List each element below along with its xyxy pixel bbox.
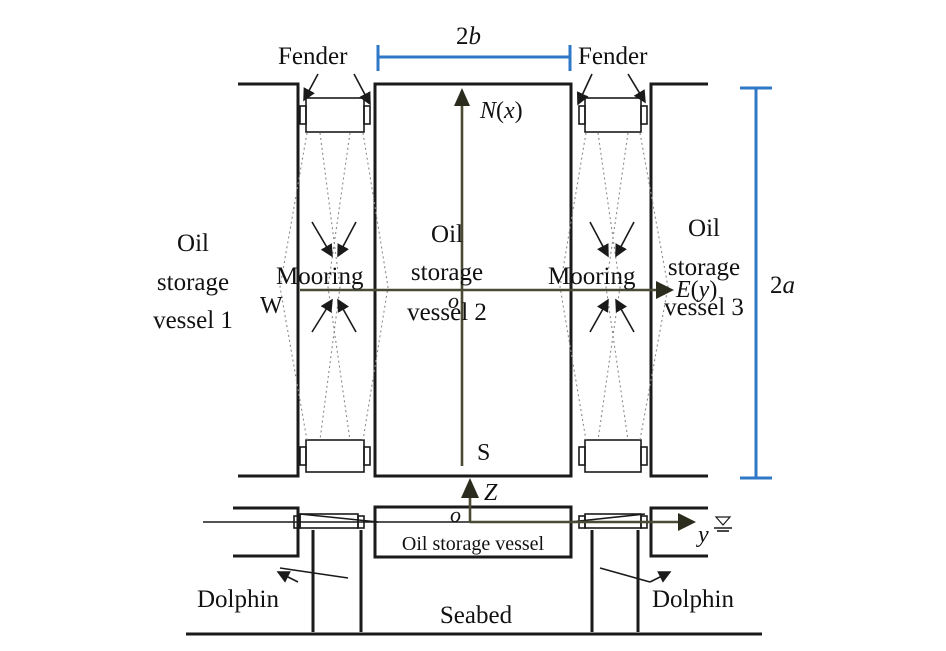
vessel-2-hull: [373, 82, 573, 478]
section-left-pier: [233, 506, 300, 558]
fender-bottom-left: [299, 439, 371, 473]
vessel-1-hull: [238, 82, 300, 478]
water-surface-icon: [714, 516, 732, 532]
dolphin-right-structure: [578, 513, 648, 632]
vessel-2-label-line1: Oil: [431, 221, 463, 248]
origin-plan-label: o: [448, 288, 459, 313]
section-vessel-label: Oil storage vessel: [402, 533, 545, 555]
dolphin-left-structure: [293, 513, 365, 632]
mooring-section-line-left: [299, 513, 379, 523]
vessel-1-label-line1: Oil: [177, 230, 209, 257]
fender-top-left: [299, 97, 371, 133]
vessel-2-label-line2: storage: [411, 259, 483, 286]
north-axis-arrowhead: [454, 88, 470, 106]
mooring-lines-left: [279, 132, 389, 441]
vessel-3-label-line3: vessel 3: [664, 294, 744, 321]
dimension-label-2b: 2b: [456, 23, 481, 50]
dimension-2a: [740, 86, 772, 480]
fender-left-pointer-a: [303, 73, 319, 102]
west-label: W: [260, 293, 283, 319]
z-axis-label: Z: [484, 480, 498, 506]
fender-right-pointer-b: [627, 73, 646, 104]
vessel-2-label-line3: vessel 2: [407, 299, 487, 326]
mooring-arrows-right: [589, 221, 635, 333]
south-label: S: [477, 440, 490, 466]
z-axis-arrowhead: [461, 478, 479, 498]
dolphin-left-pointer-tail: [279, 567, 349, 579]
seabed-label: Seabed: [440, 602, 513, 629]
y-axis-arrowhead: [678, 513, 696, 531]
fender-left-pointer-b: [353, 73, 371, 106]
east-axis-arrowhead: [656, 281, 674, 299]
origin-section-label: o: [450, 502, 461, 527]
section-right-pier: [649, 506, 708, 558]
dolphin-label-left: Dolphin: [197, 586, 279, 613]
dolphin-label-right: Dolphin: [652, 586, 734, 613]
mooring-section-line-right: [569, 513, 646, 523]
fender-bottom-right: [578, 439, 648, 473]
fender-label-left: Fender: [278, 43, 348, 70]
fender-top-right: [578, 97, 648, 133]
vessel-1-label-line3: vessel 1: [153, 307, 233, 334]
vessel-3-label-line2: storage: [668, 254, 740, 281]
mooring-label-right: Mooring: [548, 263, 636, 290]
vessel-3-label-line1: Oil: [688, 215, 720, 242]
dolphin-left-pointer: [276, 571, 299, 583]
vessel-3-hull: [649, 82, 708, 478]
dimension-label-2a: 2a: [770, 272, 795, 299]
dimension-2b: [376, 45, 572, 71]
vessel-1-label-line2: storage: [157, 269, 229, 296]
dolphin-right-pointer-tail: [599, 567, 651, 583]
mooring-arrows-left: [311, 221, 357, 333]
fender-label-right: Fender: [578, 43, 648, 70]
section-vessel-hull: [373, 505, 573, 559]
y-axis-label: y: [696, 522, 709, 548]
fender-right-pointer-a: [576, 73, 593, 106]
mooring-label-left: Mooring: [276, 263, 364, 290]
north-axis-label: N(x): [479, 98, 523, 124]
east-axis-label: E(y): [675, 277, 717, 303]
dolphin-right-pointer: [649, 571, 672, 583]
